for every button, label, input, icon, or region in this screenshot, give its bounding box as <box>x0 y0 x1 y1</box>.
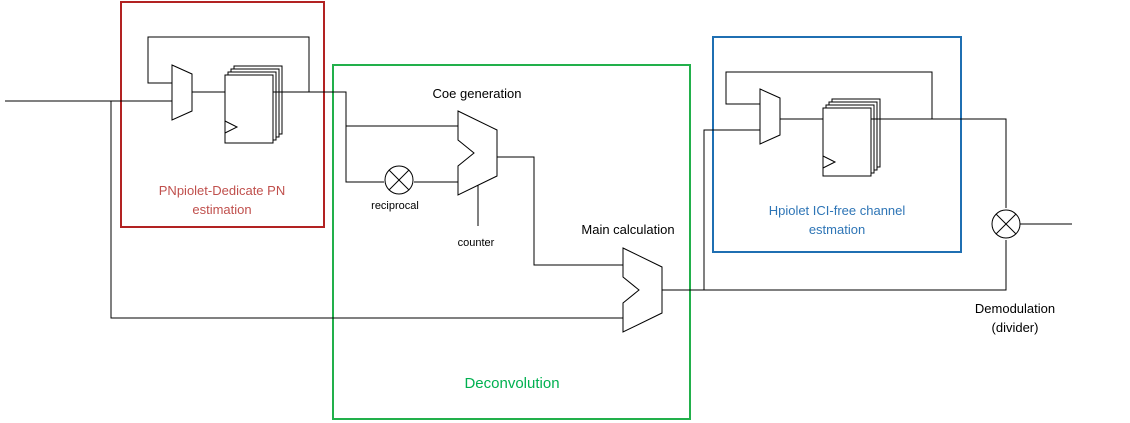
counter-label: counter <box>458 237 495 249</box>
pn-register-icon <box>224 65 283 144</box>
h-title-line1: Hpiolet ICI-free channel <box>769 203 906 218</box>
h-input-wire <box>703 129 760 290</box>
deconvolution-box <box>332 64 691 420</box>
h-register-icon <box>822 98 881 177</box>
main-calculation-label: Main calculation <box>581 222 674 237</box>
h-output-wire <box>871 118 1007 208</box>
demodulation-label-line1: Demodulation <box>975 301 1055 316</box>
pn-estimation-box <box>120 1 325 228</box>
h-feedback-wire <box>725 71 933 119</box>
demodulation-label-line2: (divider) <box>992 320 1039 335</box>
coe-output-wire <box>497 156 623 266</box>
coe-generation-mux-icon <box>457 110 498 196</box>
main-calculation-mux-icon <box>622 247 663 333</box>
deconvolution-title: Deconvolution <box>464 375 559 392</box>
coe-generation-label: Coe generation <box>433 86 522 101</box>
pn-output-wire <box>273 91 384 183</box>
pn-feedback-wire <box>147 36 310 92</box>
bypass-wire <box>110 101 623 319</box>
main-output-wire <box>662 240 1007 291</box>
demodulation-multiplier-icon <box>991 209 1021 239</box>
channel-estimation-box <box>712 36 962 253</box>
pn-title-line2: estimation <box>192 202 251 217</box>
h-mux-icon <box>759 88 781 145</box>
h-title-line2: estmation <box>809 222 865 237</box>
pn-title-line1: PNpiolet-Dedicate PN <box>159 183 285 198</box>
pn-mux-icon <box>171 64 193 121</box>
reciprocal-label: reciprocal <box>371 200 419 212</box>
reciprocal-multiplier-icon <box>384 165 414 195</box>
